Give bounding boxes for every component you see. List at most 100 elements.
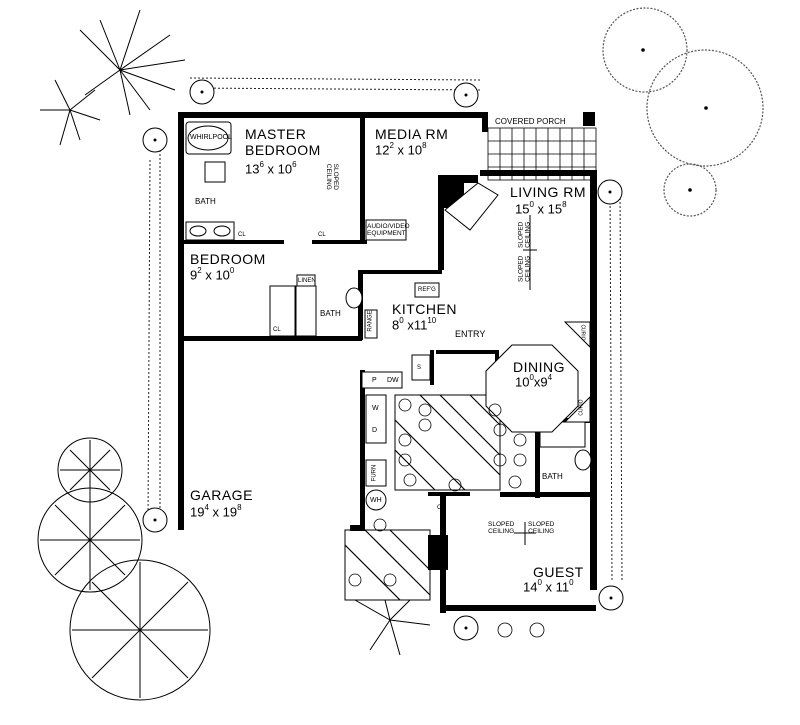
covered-porch-label: COVERED PORCH xyxy=(495,117,566,126)
bedroom-closet-label: CL xyxy=(273,327,281,333)
sloped-ceiling-arrows xyxy=(514,215,537,545)
ceiling-word: CEILING xyxy=(524,221,532,248)
ceiling-word: CEILING xyxy=(488,527,515,535)
media-room-dimensions: 122 x 108 xyxy=(375,141,427,158)
hedge-lines xyxy=(147,77,623,581)
guest-closet-label: CL xyxy=(437,505,445,511)
kitchen-dimensions: 80 x1110 xyxy=(392,316,437,333)
tree-circles xyxy=(602,7,764,217)
dim-width: 14 xyxy=(523,579,538,595)
master-bath-label: BATH xyxy=(195,197,216,206)
dim-width: 13 xyxy=(245,161,260,177)
dim-x: x xyxy=(205,267,212,283)
dim-width: 15 xyxy=(515,201,530,217)
master-bedroom-dimensions: 136 x 106 xyxy=(245,160,297,177)
dim-x: x xyxy=(533,374,541,390)
dim-depth-inches: 0 xyxy=(569,578,574,587)
guest-dimensions: 140 x 110 xyxy=(523,578,574,595)
dim-depth-inches: 10 xyxy=(427,316,437,325)
dim-width: 10 xyxy=(515,374,530,390)
garage-dimensions: 194 x 198 xyxy=(190,503,242,520)
ceiling-word: CEILING xyxy=(528,527,555,535)
dim-width: 19 xyxy=(190,504,205,520)
sloped-word: SLOPED xyxy=(488,521,515,528)
furnace-label: FURN xyxy=(371,464,378,482)
pantry-label: P xyxy=(372,377,377,384)
entry-label: ENTRY xyxy=(455,329,486,339)
sloped-word: SLOPED xyxy=(528,521,555,528)
linen-label: LINEN xyxy=(298,278,316,284)
dim-depth-inches: 8 xyxy=(237,503,242,512)
dim-depth: 10 xyxy=(215,267,230,283)
dim-width-inches: 0 xyxy=(399,316,404,325)
sloped-word: SLOPED xyxy=(332,163,339,190)
dim-x: x xyxy=(407,317,414,333)
curio-label-top: CURIO xyxy=(579,324,586,341)
hall-bath-label: BATH xyxy=(320,309,341,318)
dim-x: x xyxy=(267,161,275,177)
dim-depth-inches: 4 xyxy=(547,373,553,382)
garage-title: GARAGE xyxy=(190,487,253,503)
living-room-dimensions: 150 x 158 xyxy=(515,200,567,217)
bedroom-dimensions: 92 x 100 xyxy=(190,266,235,283)
dim-depth: 19 xyxy=(222,504,238,520)
master-closet-label-2: CL xyxy=(318,232,326,238)
walls xyxy=(178,112,597,613)
dim-x: x xyxy=(545,579,553,595)
dim-width: 8 xyxy=(392,317,400,333)
dim-depth-inches: 8 xyxy=(562,200,567,209)
dim-width-inches: 6 xyxy=(259,160,264,169)
dim-width-inches: 0 xyxy=(529,200,534,209)
dim-x: x xyxy=(537,201,545,217)
washer-label: W xyxy=(372,405,379,412)
sink-label: S xyxy=(417,365,422,371)
dim-width: 9 xyxy=(190,267,198,283)
water-heater-label: WH xyxy=(370,497,382,504)
dim-x: x xyxy=(397,142,405,158)
guest-title: GUEST xyxy=(533,564,584,580)
whirlpool-label: WHIRLPOOL xyxy=(190,134,233,141)
dim-depth: 10 xyxy=(407,142,423,158)
dim-depth: 15 xyxy=(547,201,563,217)
courtyard-patio xyxy=(344,394,501,601)
dim-depth-inches: 0 xyxy=(229,266,235,275)
av-line2: EQUIPMENT xyxy=(367,229,406,237)
courtyard-plants xyxy=(348,398,545,638)
dim-depth: 9 xyxy=(540,374,548,390)
dim-depth-inches: 6 xyxy=(292,160,297,169)
ceiling-word: CEILING xyxy=(325,163,333,190)
bottom-left-trees xyxy=(37,437,211,701)
master-closet-label-1: CL xyxy=(238,232,246,238)
av-line1: AUDIO/VIDEO xyxy=(367,223,410,230)
dim-depth: 10 xyxy=(277,161,293,177)
fixtures xyxy=(185,121,592,511)
plant-markers xyxy=(142,79,624,641)
ceiling-word: CEILING xyxy=(524,255,532,282)
range-label: RANGE xyxy=(367,310,374,332)
master-bedroom-title-line2: BEDROOM xyxy=(245,142,321,158)
bedroom-title: BEDROOM xyxy=(190,251,266,267)
dim-depth-inches: 8 xyxy=(422,141,427,150)
dim-width-inches: 2 xyxy=(197,266,202,275)
guest-bath-label: BATH xyxy=(542,472,563,481)
dryer-label: D xyxy=(372,427,378,434)
dining-title: DINING xyxy=(513,359,565,375)
living-room-title: LIVING RM xyxy=(510,184,587,200)
dim-depth: 11 xyxy=(555,579,570,595)
dim-width-inches: 2 xyxy=(389,141,394,150)
dishwasher-label: DW xyxy=(387,377,399,384)
kitchen-title: KITCHEN xyxy=(392,301,457,317)
dim-width-inches: 0 xyxy=(537,578,542,587)
curio-label-bottom: CURIO xyxy=(578,399,585,416)
dim-width-inches: 4 xyxy=(204,503,209,512)
dim-width: 12 xyxy=(375,142,390,158)
refrigerator-label: REF'G xyxy=(418,287,436,293)
dim-width-inches: 0 xyxy=(529,373,534,382)
